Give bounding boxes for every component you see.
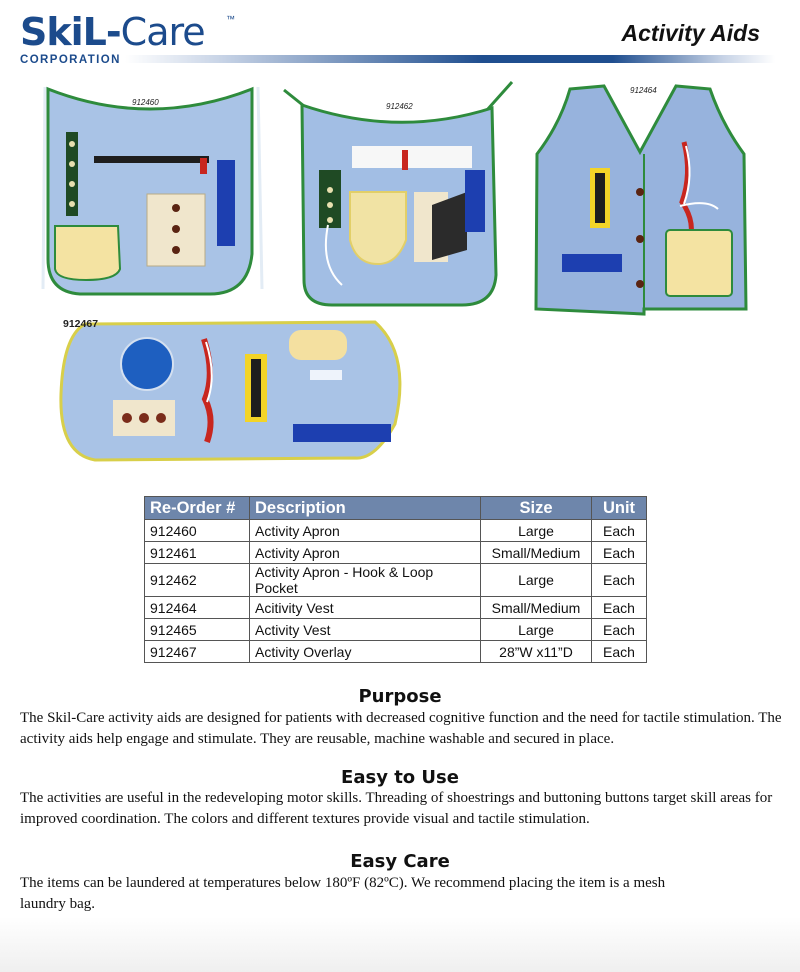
brand-logo: SkiL-Care ™ CORPORATION <box>20 10 260 70</box>
table-row: 912465 Activity Vest Large Each <box>144 618 647 641</box>
apron-pocket-image <box>283 81 514 307</box>
product-id-label: 912467 <box>63 318 99 330</box>
brand-name: SkiL-Care <box>20 10 206 54</box>
cell-reorder: 912464 <box>144 596 250 619</box>
cell-description: Activity Overlay <box>249 640 481 663</box>
section-text-easy-to-use: The activities are useful in the redevel… <box>20 790 773 827</box>
column-header-unit: Unit <box>591 496 647 520</box>
cell-reorder: 912460 <box>144 519 250 542</box>
table-row: 912462 Activity Apron - Hook & Loop Pock… <box>144 563 647 597</box>
cell-unit: Each <box>591 563 647 597</box>
cell-size: 28”W x11”D <box>480 640 592 663</box>
section-heading-easy-care: Easy Care <box>350 851 450 872</box>
product-id-label: 912462 <box>386 102 413 111</box>
cell-unit: Each <box>591 618 647 641</box>
table-row: 912460 Activity Apron Large Each <box>144 519 647 542</box>
product-id-label: 912460 <box>132 98 159 107</box>
cell-size: Large <box>480 618 592 641</box>
product-vest-912464: 912464 <box>532 84 758 320</box>
table-row: 912461 Activity Apron Small/Medium Each <box>144 541 647 564</box>
page-title: Activity Aids <box>621 20 760 46</box>
cell-reorder: 912467 <box>144 640 250 663</box>
product-apron-912460: 912460 <box>40 84 266 299</box>
cell-reorder: 912461 <box>144 541 250 564</box>
cell-description: Activity Apron <box>249 519 481 542</box>
cell-reorder: 912462 <box>144 563 250 597</box>
product-id-label: 912464 <box>630 86 657 95</box>
table-header-row: Re-Order # Description Size Unit <box>144 496 647 520</box>
cell-size: Large <box>480 563 592 597</box>
cell-description: Acitivity Vest <box>249 596 481 619</box>
brand-subtitle: CORPORATION <box>20 54 121 66</box>
header-divider-bar <box>125 55 775 63</box>
cell-reorder: 912465 <box>144 618 250 641</box>
table-row: 912467 Activity Overlay 28”W x11”D Each <box>144 640 647 663</box>
cell-unit: Each <box>591 519 647 542</box>
cell-unit: Each <box>591 640 647 663</box>
apron-image <box>41 86 264 296</box>
trademark-symbol: ™ <box>226 14 235 24</box>
cell-size: Small/Medium <box>480 596 592 619</box>
cell-description: Activity Apron - Hook & Loop Pocket <box>249 563 481 597</box>
product-apron-912462: 912462 <box>282 80 514 310</box>
cell-description: Activity Vest <box>249 618 481 641</box>
product-overlay-912467: 912467 <box>55 314 415 464</box>
reorder-table: Re-Order # Description Size Unit 912460 … <box>144 496 647 663</box>
vest-image <box>534 84 748 316</box>
page-bottom-shade <box>0 917 800 972</box>
overlay-image <box>59 320 402 462</box>
cell-unit: Each <box>591 541 647 564</box>
cell-size: Large <box>480 519 592 542</box>
section-heading-purpose: Purpose <box>358 686 442 707</box>
table-row: 912464 Acitivity Vest Small/Medium Each <box>144 596 647 619</box>
section-heading-easy-to-use: Easy to Use <box>341 767 459 788</box>
section-text-easy-care: The items can be laundered at temperatur… <box>20 875 666 912</box>
cell-unit: Each <box>591 596 647 619</box>
section-text-purpose: The Skil-Care activity aids are designed… <box>20 710 782 747</box>
cell-description: Activity Apron <box>249 541 481 564</box>
column-header-description: Description <box>249 496 481 520</box>
column-header-size: Size <box>480 496 592 520</box>
cell-size: Small/Medium <box>480 541 592 564</box>
column-header-reorder: Re-Order # <box>144 496 250 520</box>
